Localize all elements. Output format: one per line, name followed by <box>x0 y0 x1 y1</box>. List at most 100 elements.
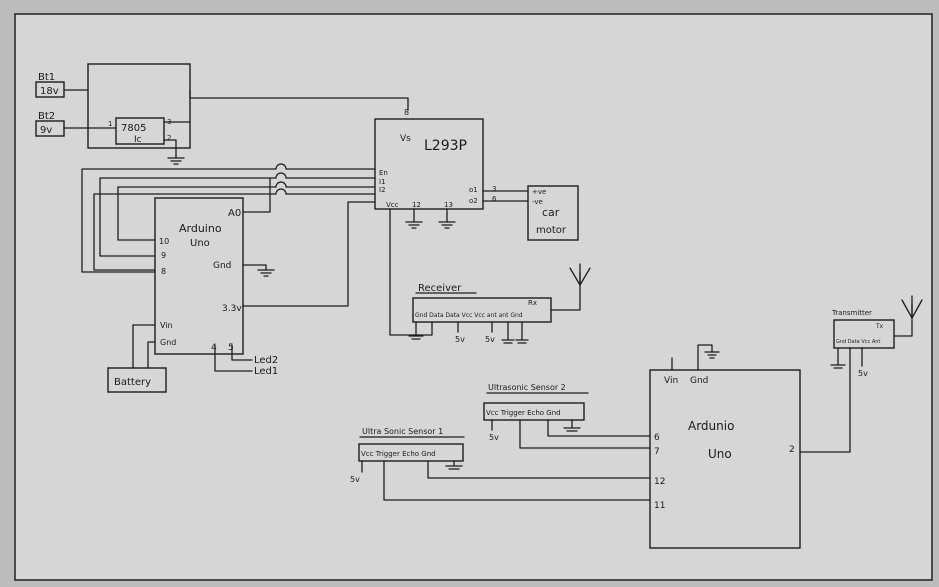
ground-symbol-tx <box>830 347 846 369</box>
wire-us1-trig <box>383 460 651 501</box>
transmitter-box <box>833 319 895 349</box>
ground-symbol-d12 <box>405 221 423 229</box>
driver-box <box>374 118 484 210</box>
ground-symbol-rx3 <box>515 321 529 344</box>
a2-pin-2: 2 <box>789 445 795 455</box>
a2-pin-12: 12 <box>654 477 665 487</box>
us2-box <box>483 402 585 421</box>
wire-9-i2 <box>93 188 376 271</box>
ground-symbol-rx2 <box>501 321 515 344</box>
receiver-5v-1: 5v <box>455 335 465 344</box>
a1-pin-4: 4 <box>211 343 217 353</box>
ground-symbol-a1 <box>257 269 275 277</box>
driver-i2: I2 <box>379 186 386 194</box>
receiver-module: Receiver Rx Gnd Data Data Vcc Vcc ant an… <box>412 283 552 344</box>
driver-pin3: 3 <box>492 185 496 193</box>
driver-o1: o1 <box>469 186 478 194</box>
ground-symbol-d13 <box>438 221 456 229</box>
wire-bt1-vs <box>189 89 409 111</box>
wire-pin5-led2 <box>231 344 253 361</box>
ultrasonic-sensor-1: Ultra Sonic Sensor 1 Vcc Trigger Echo Gn… <box>350 427 465 484</box>
wire-10-i1 <box>117 181 376 241</box>
wire-us2-echo <box>547 419 651 437</box>
motor-label1: car <box>542 206 560 219</box>
driver-o2: o2 <box>469 197 478 205</box>
a1-pin-5: 5 <box>228 343 234 353</box>
antenna-icon-tx <box>901 295 923 319</box>
driver-l293p: 8 Vs L293P En I1 I2 Vcc 12 13 o1 o2 3 6 <box>374 108 497 210</box>
a2-pin-gnd: Gnd <box>690 376 708 386</box>
regulator-box <box>115 117 165 145</box>
wire-pin4-led1 <box>214 344 253 372</box>
driver-name: L293P <box>424 138 467 154</box>
wire-us2-trig <box>519 419 651 449</box>
ground-symbol-us1 <box>445 460 463 470</box>
us1-pins: Vcc Trigger Echo Gnd <box>361 450 436 458</box>
motor-neg: -ve <box>532 198 543 206</box>
arduino2-box <box>649 369 801 549</box>
a1-pin-gnd: Gnd <box>213 261 231 271</box>
regulator-sub: Ic <box>134 135 142 145</box>
wire-us1-echo <box>427 460 651 479</box>
bt1-voltage: 18v <box>40 86 59 97</box>
wire-a2-gnd <box>697 344 713 371</box>
transmitter-pins: Gnd Data Vcc Ant <box>836 339 880 345</box>
driver-vs: Vs <box>400 134 411 144</box>
battery-pack: Battery <box>107 367 167 393</box>
us1-box <box>358 443 464 462</box>
a2-label1: Ardunio <box>688 419 734 433</box>
driver-pin12: 12 <box>412 201 421 209</box>
driver-i1: I1 <box>379 178 386 186</box>
arduino-uno-2: Vin Gnd Ardunio Uno 6 7 12 11 2 <box>649 369 801 549</box>
wire-33v-vcc <box>242 201 376 307</box>
a1-label2: Uno <box>190 238 210 249</box>
battery-box <box>107 367 167 393</box>
driver-vcc: Vcc <box>386 201 399 209</box>
paper-border <box>14 13 933 581</box>
a2-pin-7: 7 <box>654 447 660 457</box>
a2-label2: Uno <box>708 447 732 461</box>
a1-pin-8: 8 <box>161 267 166 276</box>
transmitter-5v: 5v <box>858 369 868 378</box>
transmitter-module: Transmitter Tx Gnd Data Vcc Ant 5v <box>831 309 895 378</box>
bt2-voltage: 9v <box>40 125 52 136</box>
wire-a1-gnd <box>242 264 267 271</box>
wire-vcc-receiver <box>389 208 433 336</box>
regulator-label: 7805 <box>121 123 146 134</box>
a2-pin-11: 11 <box>654 501 665 511</box>
car-motor: +ve -ve car motor <box>527 185 579 241</box>
motor-label2: motor <box>536 225 567 236</box>
motor-box <box>527 185 579 241</box>
reg-pin1: 1 <box>108 120 112 128</box>
wire-gnd-battery <box>147 341 156 369</box>
arduino1-box <box>154 197 244 355</box>
battery-label: Battery <box>114 377 151 388</box>
driver-pin8: 8 <box>404 108 409 117</box>
regulator-frame <box>87 63 191 149</box>
a1-pin-a0: A0 <box>228 208 241 219</box>
a2-pin-vin: Vin <box>664 376 678 386</box>
driver-pin13: 13 <box>444 201 453 209</box>
us2-5v: 5v <box>489 433 499 442</box>
led2-label: Led2 <box>254 355 278 366</box>
ground-symbol-reg <box>167 157 185 165</box>
receiver-5v-2: 5v <box>485 335 495 344</box>
driver-pin6: 6 <box>492 195 497 203</box>
ground-symbol-a2 <box>704 351 720 359</box>
motor-pos: +ve <box>532 188 546 196</box>
ground-symbol-rx1 <box>408 335 424 340</box>
bt2-name: Bt2 <box>38 111 55 122</box>
us2-pins: Vcc Trigger Echo Gnd <box>486 409 561 417</box>
bt1-name: Bt1 <box>38 72 55 83</box>
ground-symbol-us2 <box>563 419 581 432</box>
a2-pin-6: 6 <box>654 433 660 443</box>
arduino-uno-1: A0 Arduino Uno 10 9 8 Gnd 3.3v Vin Gnd 4… <box>154 197 244 355</box>
wire-tx-data <box>799 347 851 453</box>
transmitter-tx: Tx <box>875 323 884 330</box>
a1-pin-vin: Vin <box>160 321 173 330</box>
a1-pin-gnd2: Gnd <box>160 338 176 347</box>
receiver-pins: Gnd Data Data Vcc Vcc ant ant Gnd <box>415 312 523 319</box>
antenna-icon-rx <box>569 263 591 286</box>
wire-reg-gnd <box>163 139 177 159</box>
